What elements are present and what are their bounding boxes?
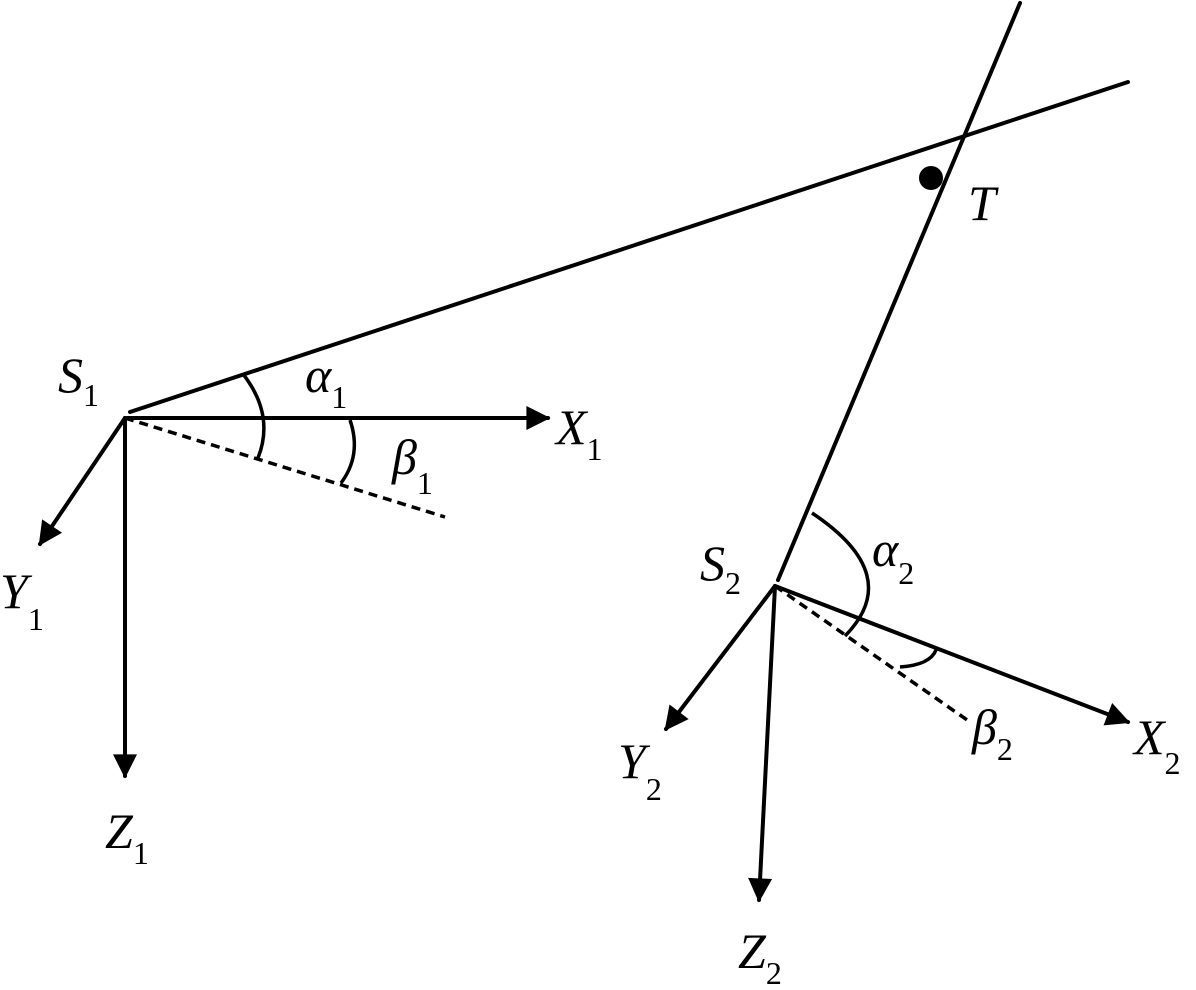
alpha-1-arc <box>241 372 266 459</box>
projection-line-2 <box>773 584 972 724</box>
station-1-frame: S1 α1 β1 X1 Y1 Z1 <box>0 347 603 871</box>
station-2-frame: S2 α2 β2 X2 Y2 Z2 <box>618 511 1181 990</box>
alpha-2-label: α2 <box>872 521 914 591</box>
x2-label: X2 <box>1132 709 1181 781</box>
s2-label: S2 <box>700 535 741 601</box>
beta-2-arc <box>899 649 938 669</box>
alpha-2-arc <box>811 511 871 638</box>
target-point <box>919 166 943 190</box>
y2-label: Y2 <box>618 733 662 807</box>
alpha-1-label: α1 <box>305 347 347 415</box>
sight-line-2 <box>776 1 1022 582</box>
target-label: T <box>968 175 999 231</box>
z1-label: Z1 <box>105 803 149 871</box>
x1-label: X1 <box>554 399 603 467</box>
beta-2-label: β2 <box>971 699 1013 767</box>
sight-line-1 <box>128 80 1130 414</box>
s1-label: S1 <box>58 347 99 413</box>
beta-1-arc <box>339 419 357 485</box>
z2-axis <box>748 584 777 903</box>
x2-axis <box>773 584 1131 726</box>
y1-axis <box>38 416 127 546</box>
y2-axis <box>664 584 777 731</box>
z2-label: Z2 <box>738 923 782 990</box>
projection-line-1 <box>124 416 446 519</box>
beta-1-label: β1 <box>391 429 433 501</box>
y1-label: Y1 <box>0 563 44 637</box>
